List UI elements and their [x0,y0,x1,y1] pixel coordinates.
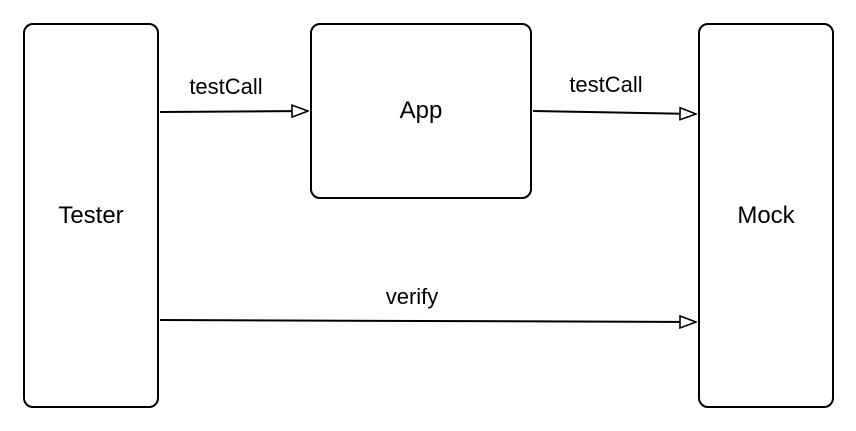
mock-label: Mock [737,201,795,229]
edge-app-to-mock [532,111,696,114]
app-node: App [310,23,532,199]
edge-label-tester-to-mock: verify [385,284,439,309]
edge-tester-to-mock [159,320,696,322]
tester-node: Tester [23,23,159,408]
app-label: App [399,97,443,124]
edge-tester-to-app [159,111,308,112]
edge-label-tester-to-app: testCall [189,74,263,99]
mock-node: Mock [698,23,834,408]
edge-label-app-to-mock: testCall [569,72,643,97]
tester-label: Tester [58,201,124,229]
